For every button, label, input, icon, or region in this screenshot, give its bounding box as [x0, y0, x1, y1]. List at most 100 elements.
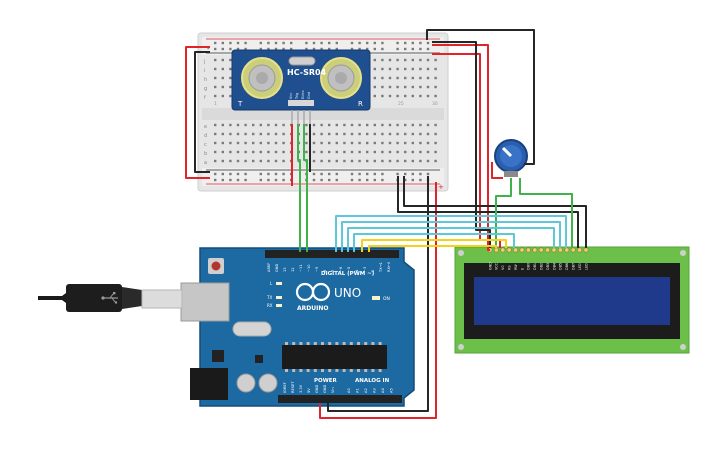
wires	[185, 29, 587, 419]
wire-black-gnd	[327, 176, 429, 412]
wire-cyan-4	[353, 233, 515, 252]
analog-label: ANALOG IN	[355, 378, 390, 384]
lcd-pin	[506, 247, 512, 253]
tx-label: TX	[266, 295, 272, 300]
lcd-pin	[519, 247, 525, 253]
lcd-screen	[474, 277, 670, 325]
lcd-pin	[513, 247, 519, 253]
row-letter-f: f	[204, 95, 206, 101]
analog-pin-label: A3	[373, 388, 377, 393]
row-letter-e: e	[204, 124, 207, 130]
on-label: ON	[383, 296, 390, 302]
power-pin-label: Vin	[331, 387, 335, 393]
analog-pin-label: A1	[356, 388, 360, 393]
potentiometer[interactable]	[494, 139, 528, 177]
analog-pin-label: A0	[347, 388, 351, 393]
lcd-pin-label: DB3	[546, 263, 550, 270]
sensor-pin-echo: Echo	[301, 91, 305, 100]
power-pin-label: 3.3V	[299, 384, 303, 393]
col-num-25: 25	[398, 101, 404, 107]
analog-pin-label: A2	[364, 388, 368, 393]
rx-label: RX	[267, 303, 273, 308]
digital-pin-label: 8	[323, 269, 327, 272]
sensor-pin-gnd: Gnd	[307, 92, 311, 99]
power-pin-label: 5V	[307, 388, 311, 393]
lcd-pin	[551, 247, 557, 253]
lcd-pin	[570, 247, 576, 253]
lcd-pin-label: VCC	[495, 262, 499, 270]
usb-port	[180, 282, 230, 322]
digital-pin-label: ~9	[315, 266, 319, 272]
wire-green-echo	[303, 124, 308, 252]
digital-pin-label: ~5	[347, 267, 351, 272]
lcd-pin	[545, 247, 551, 253]
digital-pin-label: 13	[283, 267, 287, 272]
row-letter-b: b	[204, 151, 207, 157]
sensor-t-label: T	[237, 100, 243, 108]
row-letter-h: h	[204, 77, 207, 83]
power-jack	[190, 368, 228, 400]
rail-minus-label: -	[207, 45, 210, 53]
lcd-pin-label: V0	[501, 266, 505, 270]
arduino-logo-icon	[295, 282, 331, 302]
lcd-pin	[532, 247, 538, 253]
lcd-pin	[557, 247, 563, 253]
arduino-brand-label: ARDUINO	[297, 305, 328, 312]
analog-pin-label: A5	[390, 388, 394, 393]
usb-symbol-icon	[101, 292, 118, 304]
digital-pin-label: ~10	[307, 264, 311, 272]
sensor-model-label: HC-SR04	[287, 68, 327, 77]
sensor-pin-vcc: Vcc	[289, 93, 293, 99]
digital-pin-label: 12	[291, 267, 295, 272]
lcd-pin-label: RS	[508, 265, 512, 270]
row-letter-a: a	[204, 160, 207, 166]
lcd-pin	[583, 247, 589, 253]
wire-black-lcd	[397, 176, 579, 248]
digital-pin-label: TX→1	[379, 262, 383, 273]
row-letter-j: j	[203, 59, 205, 65]
microcontroller-chip	[282, 345, 387, 369]
sensor-pin-trig: Trig	[295, 93, 299, 100]
col-num-30: 30	[432, 101, 438, 107]
lcd-pin	[525, 247, 531, 253]
lcd-pin	[493, 247, 499, 253]
lcd-pin-label: DB6	[565, 263, 569, 270]
digital-pin-label: 7	[331, 270, 335, 272]
arduino-model-label: UNO	[334, 286, 361, 300]
sensor-r-label: R	[358, 100, 363, 108]
wire-yellow-1	[361, 239, 507, 252]
digital-pin-label: RX←0	[387, 261, 391, 272]
power-pin-label: IOREF	[283, 382, 287, 393]
ultrasonic-sensor: HC-SR04 T R Vcc Trig Echo Gnd	[231, 49, 371, 124]
digital-pin-label: AREF	[267, 263, 271, 272]
digital-pin-label: GND	[275, 264, 279, 272]
digital-label: DIGITAL (PWM ~)	[321, 271, 375, 277]
wire-yellow-2	[368, 245, 497, 252]
lcd-pin-label: GND	[488, 262, 492, 270]
lcd-pin	[538, 247, 544, 253]
digital-pin-label: ~11	[299, 264, 303, 272]
lcd-pin-label: DB1	[533, 263, 537, 270]
power-label: POWER	[314, 378, 338, 384]
lcd-pin-label: DB5	[559, 263, 563, 270]
digital-pin-label: ~6	[339, 266, 343, 272]
digital-pin-label: ~3	[363, 267, 367, 272]
l-label: L	[270, 281, 273, 286]
wire-black-rail-left	[194, 51, 210, 173]
rail-plus-label: +	[438, 183, 444, 191]
wire-green-trig	[297, 124, 301, 252]
lcd-pin-label: RW	[514, 264, 518, 270]
wire-green-pot2	[519, 178, 573, 248]
power-pin-label: GND	[315, 385, 319, 393]
lcd-pin-label: E	[520, 268, 524, 270]
wire-red-rail-left	[185, 46, 210, 179]
lcd-pin-label: DB7	[572, 263, 576, 270]
wire-red-rail-right	[432, 44, 490, 251]
wire-cyan-2	[341, 221, 561, 252]
power-pin-label: GND	[323, 385, 327, 393]
